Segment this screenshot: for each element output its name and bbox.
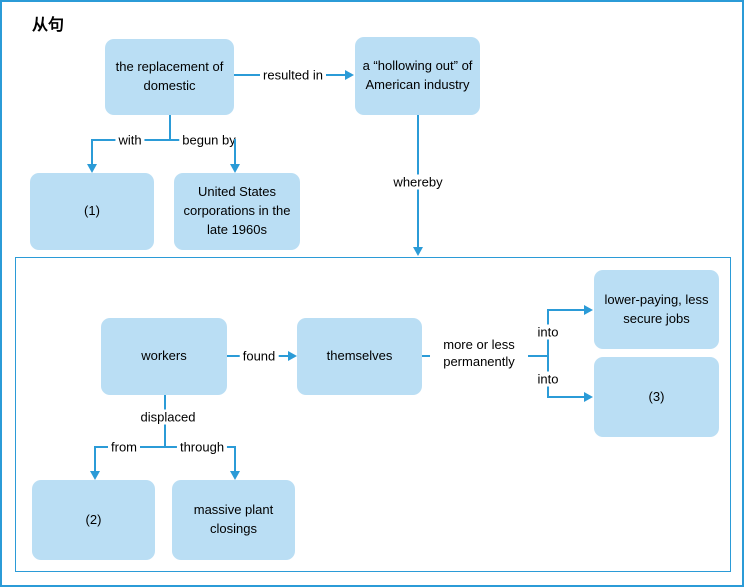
node-workers: workers xyxy=(101,318,227,395)
edge-label-into-bottom: into xyxy=(534,371,562,387)
connector-replacement-stub xyxy=(169,115,171,140)
connector-through-drop xyxy=(234,446,236,472)
node-blank-1: (1) xyxy=(30,173,154,250)
edge-label-whereby: whereby xyxy=(390,174,446,190)
edge-label-displaced: displaced xyxy=(137,409,199,425)
node-us-corporations: United States corporations in the late 1… xyxy=(174,173,300,250)
edge-label-from: from xyxy=(108,439,140,455)
arrow-down-icon xyxy=(87,164,97,173)
node-hollowing-out: a “hollowing out” of American industry xyxy=(355,37,480,115)
connector-into-bottom-line xyxy=(547,396,585,398)
edge-label-into-top: into xyxy=(534,324,562,340)
connector-from-through-line xyxy=(94,446,235,448)
node-blank-2: (2) xyxy=(32,480,155,560)
edge-label-more-or-less-permanently: more or less permanently xyxy=(430,337,528,371)
arrow-right-icon xyxy=(345,70,354,80)
connector-with-drop xyxy=(91,139,93,165)
node-lower-paying-jobs: lower-paying, less secure jobs xyxy=(594,270,719,349)
node-blank-3: (3) xyxy=(594,357,719,437)
node-replacement-of-domestic: the replacement of domestic xyxy=(105,39,234,115)
edge-label-resulted-in: resulted in xyxy=(260,67,326,83)
arrow-right-icon xyxy=(584,305,593,315)
arrow-right-icon xyxy=(288,351,297,361)
connector-begunby-drop xyxy=(234,139,236,165)
arrow-right-icon xyxy=(584,392,593,402)
clause-region xyxy=(15,257,731,572)
edge-label-begun-by: begun by xyxy=(179,132,239,148)
arrow-down-icon xyxy=(90,471,100,480)
node-plant-closings: massive plant closings xyxy=(172,480,295,560)
node-themselves: themselves xyxy=(297,318,422,395)
connector-into-branch-line xyxy=(547,309,549,397)
arrow-down-icon xyxy=(230,164,240,173)
arrow-down-icon xyxy=(413,247,423,256)
connector-into-top-line xyxy=(547,309,585,311)
connector-from-drop xyxy=(94,446,96,472)
connector-with-begunby-line xyxy=(92,139,235,141)
diagram-title: 从句 xyxy=(32,17,65,34)
arrow-down-icon xyxy=(230,471,240,480)
edge-label-through: through xyxy=(176,439,228,455)
edge-label-with: with xyxy=(115,132,145,148)
edge-label-found: found xyxy=(239,348,279,364)
